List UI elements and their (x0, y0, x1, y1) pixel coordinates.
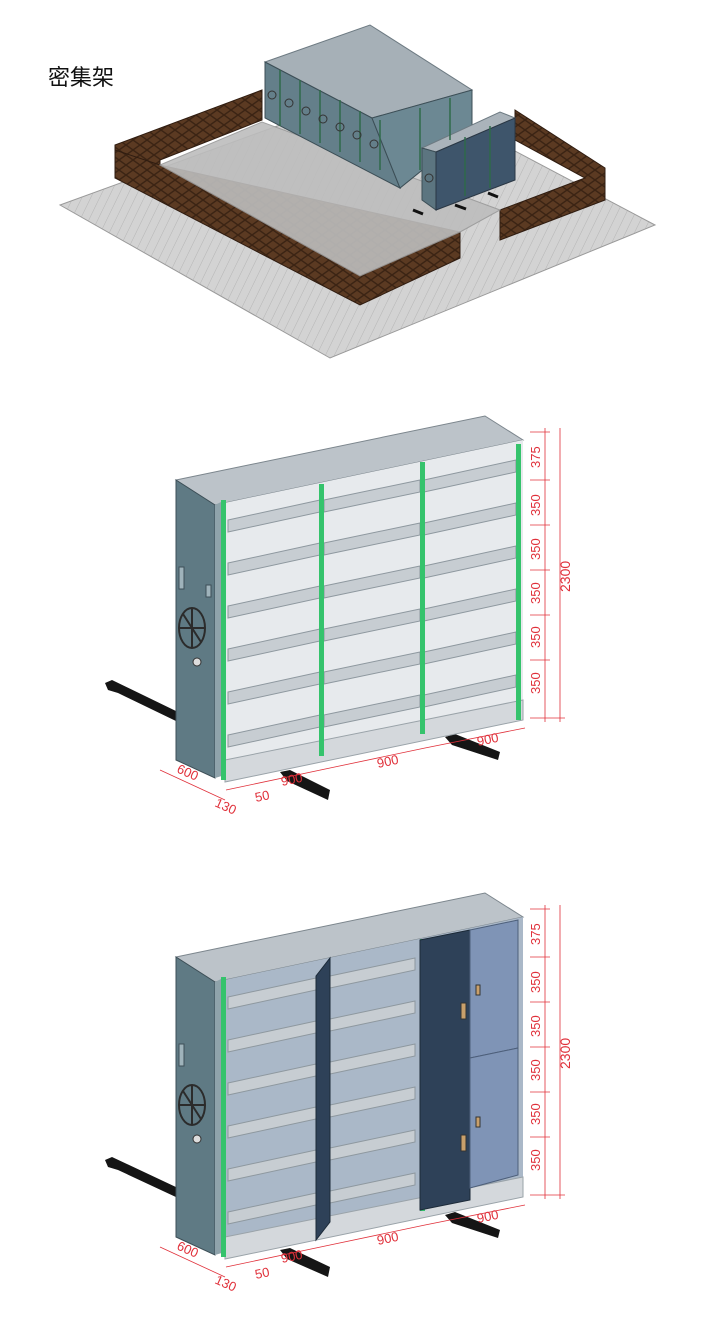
dimension-lines-rack1 (159, 428, 565, 801)
lock-icon (192, 1134, 202, 1144)
wall-right (499, 109, 606, 241)
page-title: 密集架 (48, 66, 115, 91)
dim-height-5: 350 (528, 626, 543, 648)
dim-height-1: 375 (528, 923, 543, 945)
door-panel-open (315, 956, 331, 1242)
floor-rail-left (105, 1157, 178, 1198)
door-handle-icon (475, 984, 481, 996)
end-panel-label-slot (205, 584, 212, 598)
rack-single-side (435, 117, 516, 211)
dim-total-height: 2300 (557, 561, 573, 592)
dim-width-a: 900 (280, 770, 304, 789)
lock-icon (192, 657, 202, 667)
dim-total-height: 2300 (557, 1038, 573, 1069)
dim-height-4: 350 (528, 1059, 543, 1081)
end-panel-label-slot (178, 566, 185, 590)
dim-height-2: 350 (528, 971, 543, 993)
dimension-labels-rack1: 375 350 350 350 350 350 2300 900 900 900… (175, 446, 573, 817)
handwheel-icon (178, 607, 206, 649)
dim-height-6: 350 (528, 672, 543, 694)
dim-width-c: 900 (476, 1207, 500, 1226)
rack-doors (105, 892, 525, 1277)
dim-width-b: 900 (376, 752, 400, 771)
door-handle-icon (475, 1116, 481, 1128)
room-overview (58, 24, 657, 359)
dim-width-c: 900 (476, 730, 500, 749)
dim-width-a: 900 (280, 1247, 304, 1266)
dim-height-3: 350 (528, 1015, 543, 1037)
rack-single-front (421, 147, 437, 211)
rail-stubs (412, 191, 499, 216)
floor-rail-middle (280, 770, 330, 800)
handwheel-icon (178, 1084, 206, 1126)
green-uprights (221, 444, 521, 780)
dim-height-4: 350 (528, 582, 543, 604)
dim-height-3: 350 (528, 538, 543, 560)
end-panel-label-slot (178, 1043, 185, 1067)
rack-handwheels (267, 90, 434, 183)
dim-base-a: 130 (213, 795, 239, 818)
dim-base-a: 130 (213, 1272, 239, 1295)
room-floor-inner (158, 121, 502, 277)
floor-rail-left (105, 680, 178, 722)
dimension-lines-rack2 (159, 905, 565, 1278)
shelf-boards (227, 459, 517, 748)
door-panel-lower (469, 1047, 519, 1189)
rack-open (105, 415, 525, 800)
dim-height-1: 375 (528, 446, 543, 468)
door-handle-icon (460, 1134, 467, 1152)
floor-rail-middle (280, 1248, 330, 1277)
dim-base-b: 50 (254, 787, 271, 805)
door-panel-right-open (419, 929, 471, 1211)
floor-rail-right (445, 734, 500, 760)
dim-width-b: 900 (376, 1229, 400, 1248)
dim-base-b: 50 (254, 1264, 271, 1282)
dim-height-6: 350 (528, 1149, 543, 1171)
door-handle-icon (460, 1002, 467, 1020)
dim-height-5: 350 (528, 1103, 543, 1125)
dimension-labels-rack2: 375 350 350 350 350 350 2300 900 900 900… (175, 923, 573, 1294)
dim-height-2: 350 (528, 494, 543, 516)
